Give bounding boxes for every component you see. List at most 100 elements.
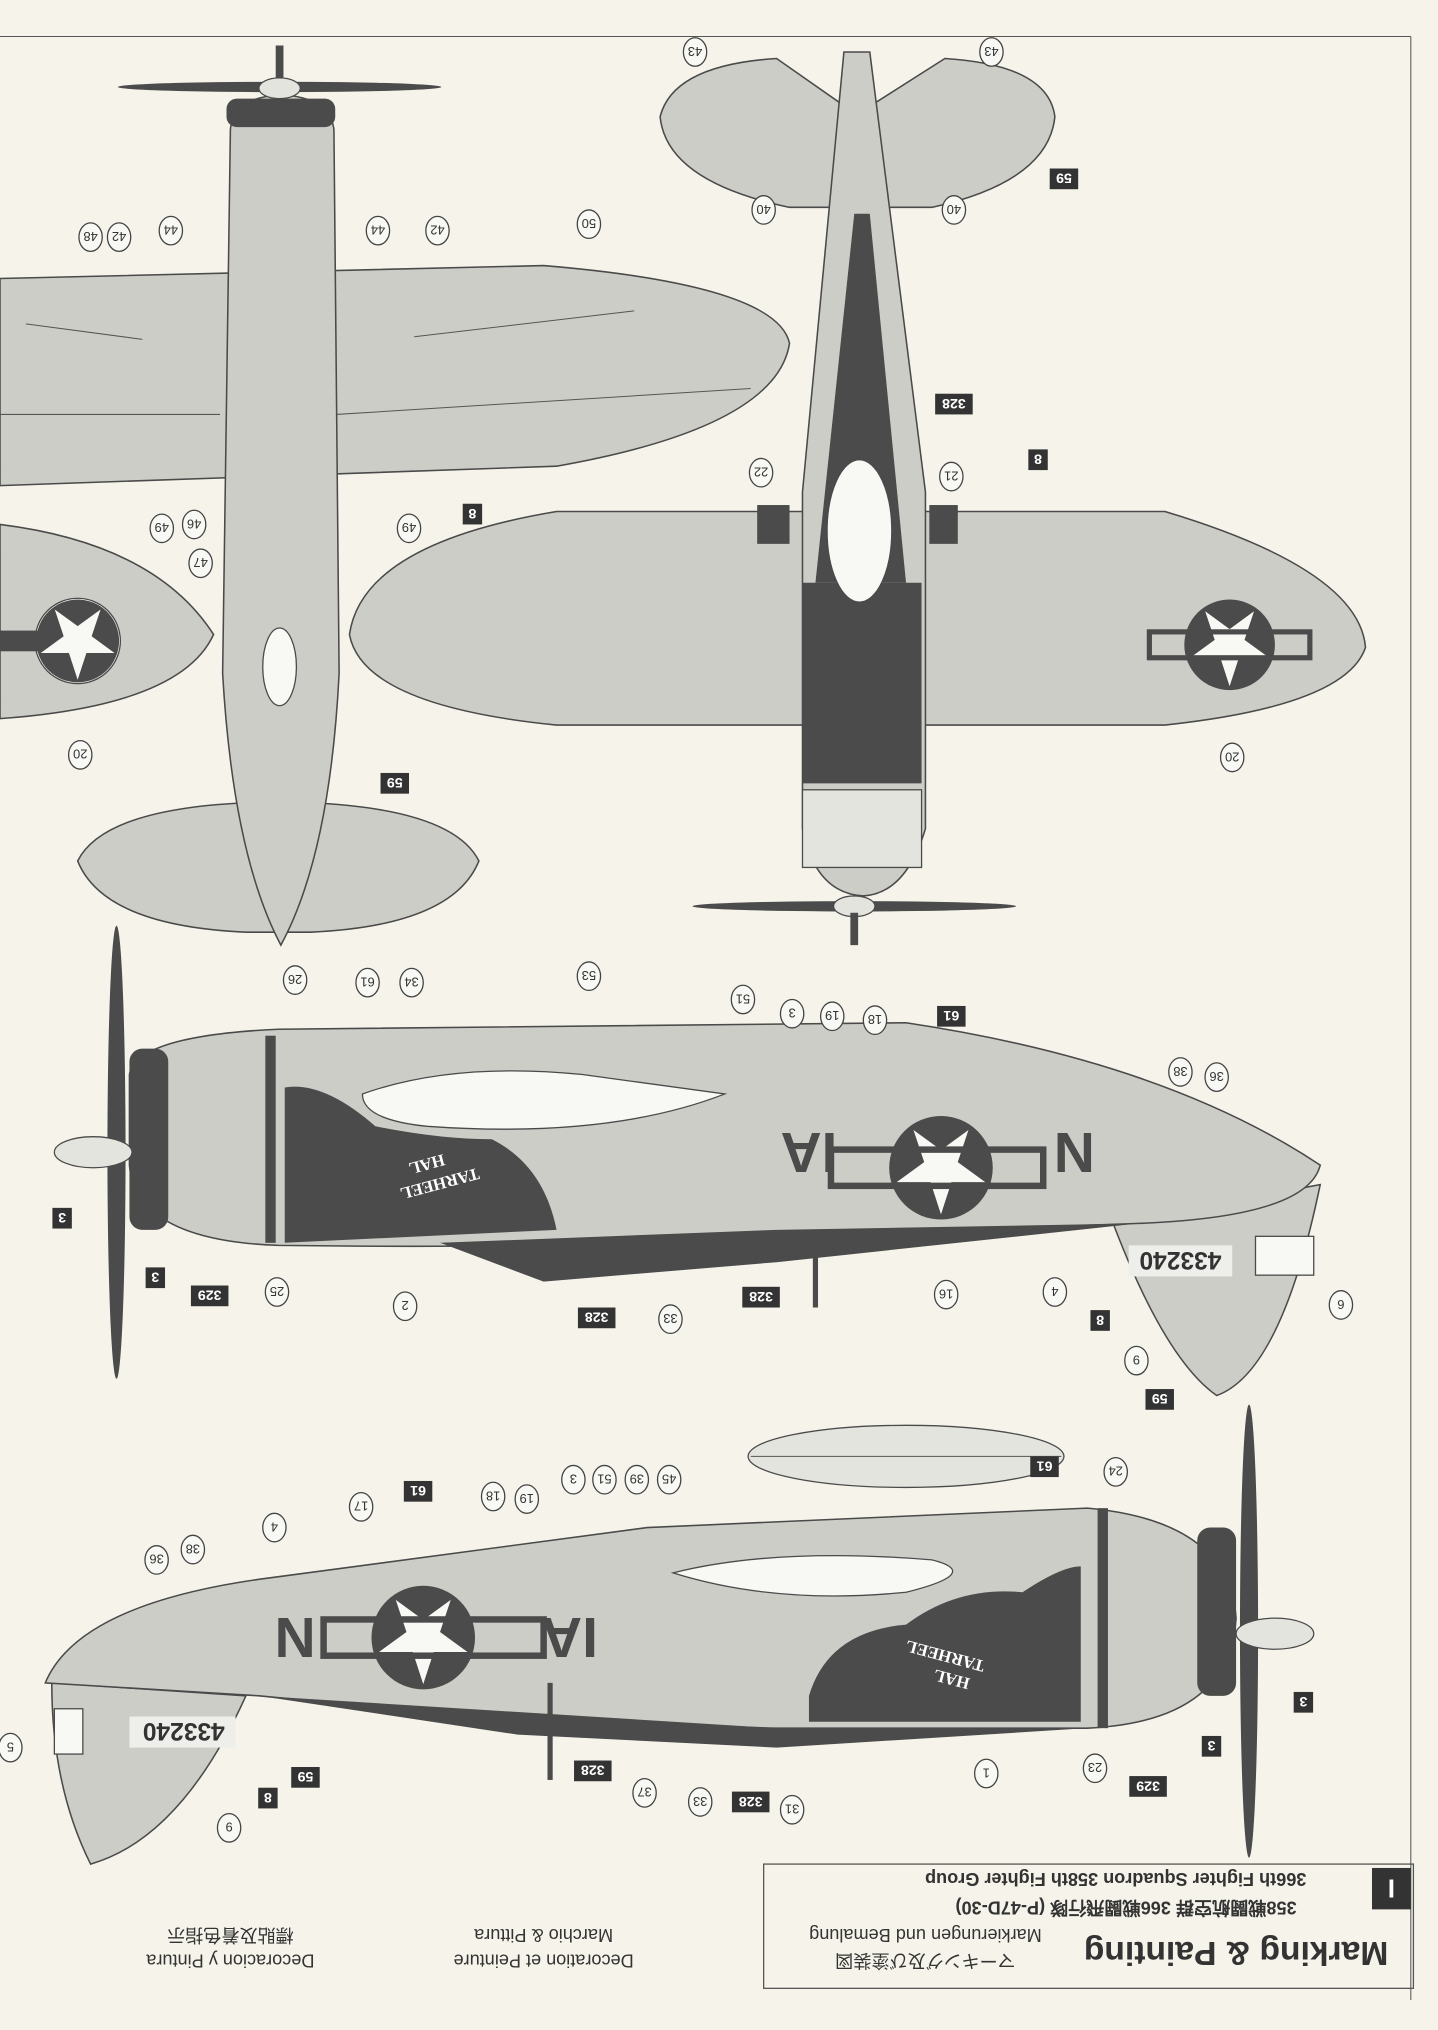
paint-code-box: 328 — [574, 1760, 612, 1782]
callout-label: 43 — [984, 44, 998, 59]
callout-label: 36 — [1209, 1069, 1223, 1084]
callout-label: 59 — [387, 774, 403, 790]
paint-box-shape — [1030, 1456, 1059, 1478]
callout-circle — [396, 513, 422, 544]
decal-number-callout: 37 — [632, 1778, 657, 1808]
callout-label: 17 — [354, 1499, 368, 1514]
callout-label: 3 — [1299, 1693, 1307, 1709]
title-japanese: マーキング及び塗装図 — [835, 1951, 1016, 1972]
paint-code-box: 329 — [190, 1285, 229, 1307]
callout-circle — [624, 1464, 650, 1495]
paint-box-shape — [380, 772, 410, 794]
paint-box-shape — [1028, 449, 1048, 471]
callout-label: 18 — [486, 1488, 500, 1503]
belly-window — [826, 459, 893, 603]
callout-label: 38 — [186, 1541, 200, 1556]
callout-label: 36 — [149, 1552, 163, 1567]
callout-circle — [1124, 1345, 1149, 1376]
callout-circle — [264, 1277, 290, 1307]
paint-box-shape — [574, 1760, 612, 1782]
callout-label: 61 — [410, 1482, 426, 1498]
decal-number-callout: 3 — [561, 1464, 586, 1495]
decal-number-callout: 16 — [933, 1279, 959, 1310]
decal-number-callout: 20 — [67, 739, 93, 770]
paint-code-box: 328 — [731, 1791, 770, 1813]
paint-code-box: 328 — [742, 1286, 780, 1308]
paint-code-box: 329 — [1129, 1776, 1167, 1797]
callout-label: 22 — [754, 464, 768, 479]
callout-label: 47 — [193, 555, 207, 570]
decal-number-callout: 36 — [1204, 1062, 1229, 1093]
callout-label: 3 — [1207, 1737, 1215, 1753]
callout-circle — [181, 509, 207, 540]
paint-code-box: 3 — [145, 1267, 166, 1289]
decal-number-callout: 18 — [480, 1481, 506, 1512]
callout-label: 19 — [520, 1491, 534, 1506]
callout-label: 42 — [430, 222, 444, 237]
canopy — [670, 1554, 954, 1597]
callout-label: 16 — [939, 1286, 953, 1301]
callout-label: 51 — [736, 991, 750, 1006]
right-side-view-aircraft — [44, 1404, 1315, 1866]
callout-circle — [1168, 1057, 1193, 1087]
decal-number-callout: 47 — [188, 548, 213, 579]
callout-circle — [1328, 1290, 1354, 1320]
callout-circle — [656, 1464, 682, 1495]
top-view-aircraft — [0, 45, 791, 947]
callout-label: 46 — [187, 516, 201, 531]
callout-label: 8 — [1096, 1311, 1104, 1327]
callout-circle — [348, 1491, 374, 1522]
decal-number-callout: 19 — [514, 1484, 540, 1514]
decal-number-callout: 25 — [264, 1277, 290, 1307]
paint-code-box: 59 — [1145, 1389, 1174, 1410]
decal-number-callout: 49 — [149, 513, 175, 544]
callout-circle — [748, 457, 774, 488]
callout-circle — [862, 1005, 888, 1036]
decal-number-callout: 3 — [779, 998, 805, 1029]
decal-number-callout: 17 — [348, 1491, 374, 1522]
decal-number-callout: 23 — [1082, 1753, 1108, 1784]
callout-label: 329 — [198, 1287, 222, 1303]
paint-code-box: 3 — [1293, 1691, 1314, 1713]
paint-box-shape — [291, 1767, 320, 1788]
scheme-number: I — [1388, 1874, 1395, 1902]
callout-label: 4 — [271, 1519, 278, 1534]
callout-label: 329 — [1136, 1777, 1160, 1793]
paint-box-shape — [258, 1787, 278, 1809]
serial-number-1: 433240 — [1139, 1246, 1221, 1273]
callout-label: 25 — [270, 1284, 284, 1299]
paint-box-shape — [52, 1207, 72, 1229]
title-chinese: 標貼及着色指示 — [167, 1925, 294, 1945]
decal-number-callout: 42 — [425, 215, 450, 246]
callout-label: 9 — [1133, 1352, 1140, 1367]
callout-label: 61 — [1037, 1458, 1053, 1474]
callout-label: 20 — [1225, 749, 1239, 764]
callout-label: 61 — [943, 1007, 959, 1023]
paint-code-box: 8 — [1090, 1310, 1110, 1331]
bottom-view-aircraft — [348, 51, 1367, 946]
paint-box-shape — [1293, 1691, 1314, 1713]
callout-label: 49 — [155, 520, 169, 535]
top-view-wing — [0, 264, 791, 487]
callout-circle — [67, 739, 93, 770]
callout-label: 8 — [468, 505, 476, 521]
left-side-view-aircraft — [53, 925, 1322, 1397]
callout-label: 328 — [749, 1288, 773, 1304]
callout-circle — [779, 1794, 805, 1825]
title-german: Markierungen und Bemalung — [809, 1925, 1042, 1945]
decal-number-callout: 18 — [862, 1005, 888, 1036]
header-box — [763, 1863, 1415, 1989]
callout-circle — [941, 195, 967, 225]
callout-circle — [576, 961, 602, 992]
callout-label: 23 — [1088, 1760, 1102, 1775]
decal-number-callout: 43 — [979, 37, 1004, 67]
callout-circle — [933, 1279, 959, 1310]
callout-circle — [0, 1732, 23, 1763]
callout-label: 20 — [73, 747, 87, 762]
decal-number-callout: 44 — [365, 215, 391, 246]
spinner — [53, 1136, 133, 1169]
decal-number-callout: 19 — [819, 1001, 845, 1032]
